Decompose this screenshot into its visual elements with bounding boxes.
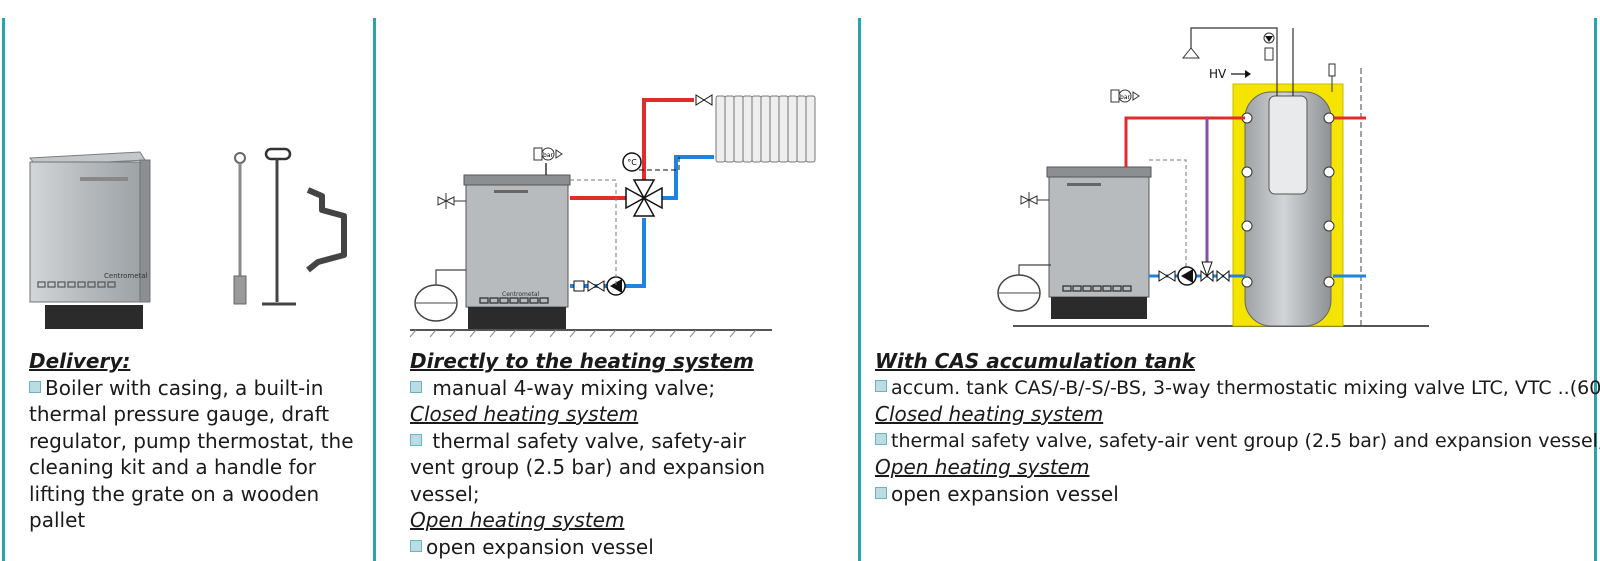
open-system-subheading: Open heating system [410, 508, 625, 532]
boiler-icon [1046, 166, 1152, 319]
boiler-icon: Centrometal [463, 174, 571, 329]
supply-pipe [1124, 116, 1366, 167]
bullet-icon [410, 434, 422, 446]
item-safety-group: thermal safety valve, safety-air vent gr… [875, 428, 1600, 455]
panel-divider-1 [373, 18, 376, 561]
item-mixing-valve: manual 4-way mixing valve; [410, 375, 850, 402]
dashed-connection [570, 179, 617, 286]
gauge-label: bar [1120, 94, 1130, 101]
item-tank-mixing-valve: accum. tank CAS/-B/-S/-BS, 3-way thermos… [875, 375, 1600, 402]
thermostat-label: °C [627, 158, 637, 167]
safety-group-icon: bar [533, 147, 563, 175]
supply-pipe [570, 98, 694, 200]
circulation-pump-icon [573, 276, 626, 296]
delivery-illustration: Centrometal [29, 147, 347, 329]
delivery-description: Boiler with casing, a built-in thermal p… [29, 375, 354, 532]
panel-divider-left [2, 18, 5, 561]
lifting-handle-image [306, 187, 347, 273]
thermostatic-valve-icon [1200, 261, 1230, 283]
cleaning-brush-image [233, 152, 247, 305]
item-open-vessel: open expansion vessel [410, 534, 850, 561]
delivery-heading: Delivery: [29, 349, 131, 373]
gauge-label: bar [543, 152, 553, 159]
cas-tank-panel: HV [861, 0, 1600, 561]
boiler-product-image: Centrometal [29, 151, 151, 329]
panel-divider-2 [858, 18, 861, 561]
bullet-icon [875, 433, 887, 445]
direct-heating-text: Directly to the heating system manual 4-… [410, 348, 850, 560]
grate-hook-image [262, 147, 296, 306]
cold-water-inlet: HV [1209, 67, 1251, 81]
delivery-panel: Centrometal Delivery: Boiler with casing… [0, 0, 373, 561]
mixing-valve-icon [625, 179, 663, 217]
accumulation-tank-icon [1232, 68, 1362, 327]
ground-line [409, 329, 772, 338]
safety-group-icon: bar [1110, 89, 1140, 103]
safety-valve-icon [437, 193, 466, 209]
hv-label: HV [1209, 67, 1227, 81]
bullet-icon [875, 380, 887, 392]
thermostat-icon: °C [622, 152, 680, 172]
safety-valve-icon [1020, 192, 1049, 208]
air-vent-icon [1328, 63, 1336, 92]
direct-heating-heading: Directly to the heating system [410, 349, 754, 373]
hot-water-outlet [1181, 27, 1294, 96]
dashed-connection [1149, 159, 1187, 276]
brand-label: Centrometal [104, 272, 148, 280]
direct-heating-diagram: Centrometal bar [409, 94, 816, 338]
expansion-vessel-icon [414, 269, 466, 322]
bullet-icon [875, 487, 887, 499]
item-safety-group: thermal safety valve, safety-air vent gr… [410, 428, 766, 506]
bullet-icon [410, 381, 422, 393]
item-open-vessel: open expansion vessel [875, 481, 1590, 508]
expansion-vessel-icon [997, 264, 1051, 312]
radiator-icon [695, 94, 816, 163]
closed-system-subheading: Closed heating system [875, 402, 1104, 426]
closed-system-subheading: Closed heating system [410, 402, 639, 426]
direct-heating-panel: Centrometal bar [376, 0, 858, 561]
open-system-subheading: Open heating system [875, 455, 1090, 479]
panel-divider-right [1594, 18, 1597, 561]
bullet-icon [29, 381, 41, 393]
diagram-brand-label: Centrometal [502, 291, 540, 298]
circulation-pump-icon [1158, 266, 1197, 286]
cas-tank-diagram: HV [997, 27, 1429, 327]
bullet-icon [410, 540, 422, 552]
cas-tank-text: With CAS accumulation tank accum. tank C… [875, 348, 1600, 508]
cas-tank-heading: With CAS accumulation tank [875, 349, 1196, 373]
delivery-text: Delivery: Boiler with casing, a built-in… [29, 348, 359, 534]
